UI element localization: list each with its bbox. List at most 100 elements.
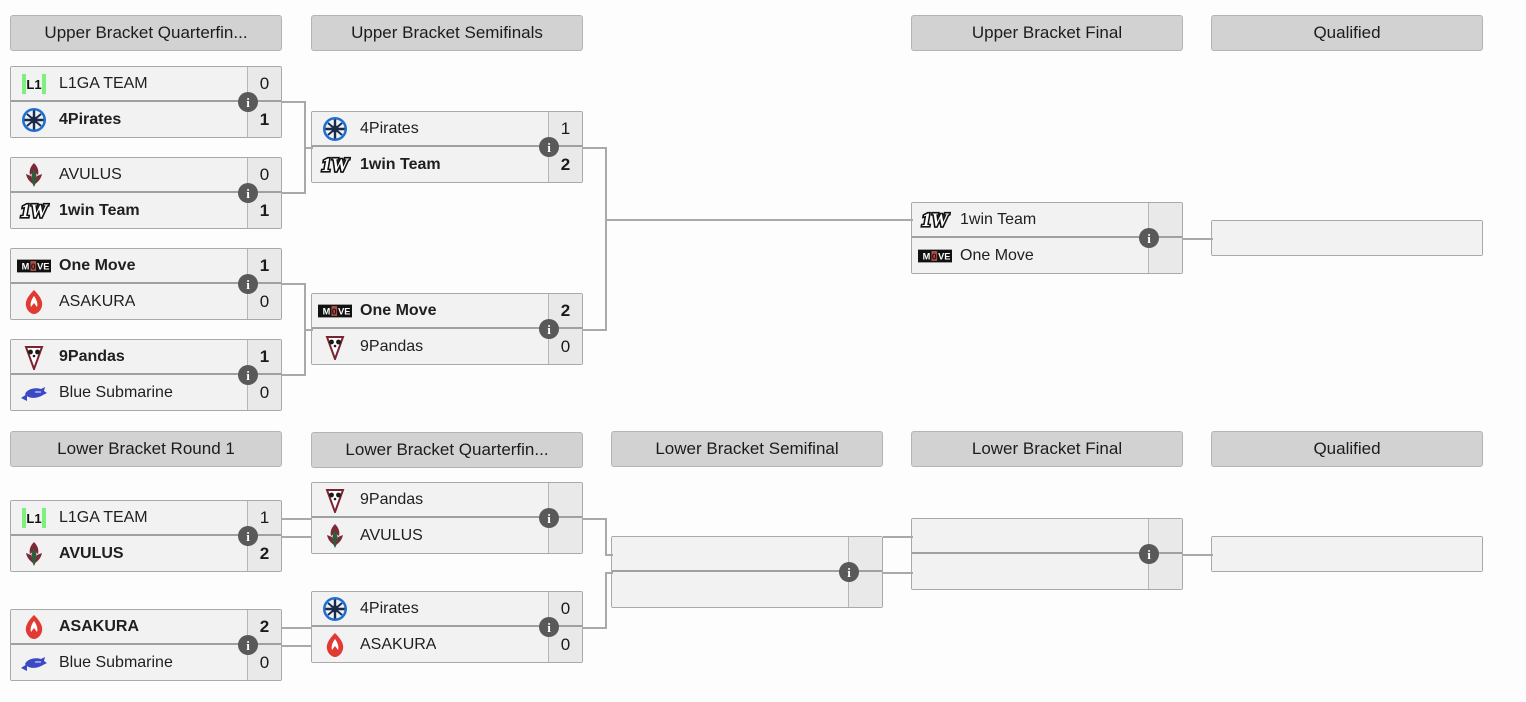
l1ga-logo: L1 (17, 504, 51, 532)
svg-text:M: M (323, 306, 331, 316)
match-info-icon[interactable]: i (238, 92, 258, 112)
round-header-label: Lower Bracket Quarterfin... (345, 440, 549, 459)
round-header[interactable]: Lower Bracket Final (911, 431, 1183, 467)
team-cell: ASAKURA (312, 627, 548, 662)
round-header[interactable]: Lower Bracket Semifinal (611, 431, 883, 467)
round-header[interactable]: Lower Bracket Round 1 (10, 431, 282, 467)
team-name: ASAKURA (360, 635, 437, 653)
match-info-icon[interactable]: i (539, 617, 559, 637)
bracket-connector (605, 147, 607, 219)
avulus-logo (17, 540, 51, 568)
round-header[interactable]: Qualified (1211, 15, 1483, 51)
round-header-label: Qualified (1313, 439, 1381, 458)
match-info-icon[interactable]: i (238, 526, 258, 546)
round-header-label: Lower Bracket Round 1 (57, 439, 235, 458)
match-team-row[interactable]: AVULUS (312, 518, 582, 553)
team-cell: ASAKURA (11, 284, 247, 319)
match-info-icon[interactable]: i (539, 137, 559, 157)
team-name: 9Pandas (360, 337, 424, 355)
match-info-icon[interactable]: i (238, 274, 258, 294)
bracket-connector (304, 147, 313, 149)
match-info-icon[interactable]: i (839, 562, 859, 582)
team-name: 9Pandas (360, 490, 424, 508)
match-info-icon[interactable]: i (539, 319, 559, 339)
team-cell: 9Pandas (312, 483, 548, 516)
bracket-connector (282, 374, 306, 376)
asakura-logo (17, 613, 51, 641)
svg-text:1W: 1W (922, 210, 950, 231)
team-name: L1GA TEAM (59, 508, 148, 526)
team-name: 4Pirates (59, 110, 122, 128)
bracket-connector (304, 329, 306, 376)
match-box[interactable] (911, 518, 1183, 590)
bracket-connector (282, 627, 312, 629)
bracket-connector (605, 572, 613, 574)
svg-text:1W: 1W (21, 201, 49, 222)
l1ga-logo: L1 (17, 70, 51, 98)
round-header[interactable]: Upper Bracket Final (911, 15, 1183, 51)
match-info-icon[interactable]: i (539, 508, 559, 528)
match-box[interactable] (1211, 220, 1483, 256)
team-cell: ASAKURA (11, 610, 247, 643)
team-name: 1win Team (960, 210, 1037, 228)
bracket-connector (304, 329, 313, 331)
match-team-row[interactable] (1212, 537, 1482, 571)
team-cell (1212, 221, 1482, 255)
svg-text:0: 0 (31, 261, 36, 271)
match-box[interactable] (611, 536, 883, 608)
team-name: 1win Team (59, 201, 140, 219)
asakura-logo (318, 631, 352, 659)
round-header[interactable]: Upper Bracket Semifinals (311, 15, 583, 51)
team-logo-placeholder (918, 522, 952, 550)
team-name: 1win Team (360, 155, 441, 173)
team-cell: 9Pandas (11, 340, 247, 373)
round-header[interactable]: Upper Bracket Quarterfin... (10, 15, 282, 51)
svg-text:0: 0 (332, 306, 337, 316)
round-header[interactable]: Lower Bracket Quarterfin... (311, 432, 583, 468)
match-team-row[interactable] (1212, 221, 1482, 255)
team-cell (612, 572, 848, 607)
match-team-row[interactable] (912, 554, 1182, 589)
match-info-icon[interactable]: i (1139, 228, 1159, 248)
team-cell (912, 519, 1148, 552)
svg-text:1W: 1W (21, 201, 49, 222)
bracket-connector (304, 283, 306, 329)
match-info-icon[interactable]: i (238, 635, 258, 655)
match-info-icon[interactable]: i (238, 183, 258, 203)
match-team-row[interactable] (612, 537, 882, 572)
team-name: Blue Submarine (59, 653, 173, 671)
round-header[interactable]: Qualified (1211, 431, 1483, 467)
match-info-icon[interactable]: i (238, 365, 258, 385)
match-team-row[interactable]: 9Pandas (312, 483, 582, 518)
bracket-connector (583, 329, 607, 331)
match-box[interactable] (1211, 536, 1483, 572)
match-info-icon[interactable]: i (1139, 544, 1159, 564)
